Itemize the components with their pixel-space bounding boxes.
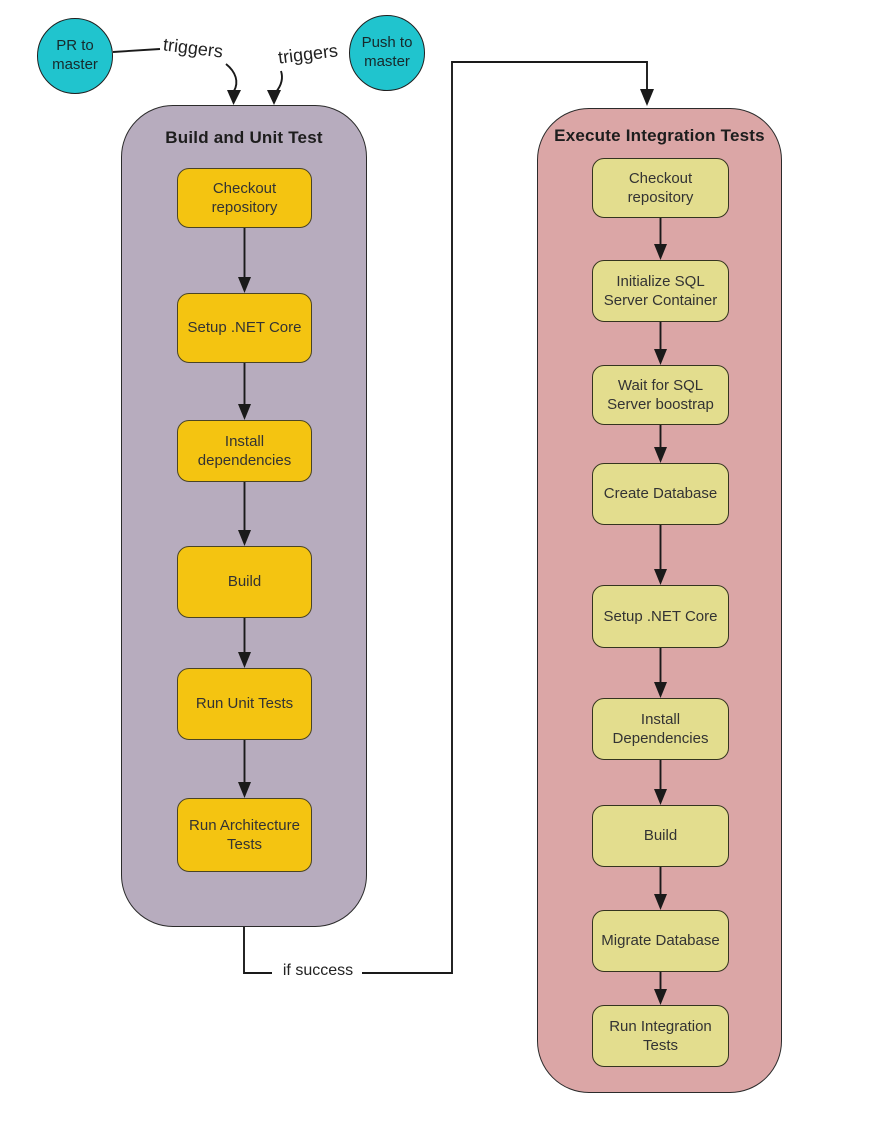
arrowhead-triggers-push xyxy=(267,90,281,105)
step-it-setup-dotnet-core: Setup .NET Core xyxy=(592,585,729,648)
step-wait-for-sql-server-boostrap: Wait for SQL Server boostrap xyxy=(592,365,729,425)
label-if-success: if success xyxy=(275,962,361,980)
step-install-dependencies: Install dependencies xyxy=(177,420,312,482)
edge-triggers-push-curve xyxy=(275,70,283,93)
arrowhead-if-success xyxy=(640,89,654,106)
group-title-execute-integration-tests: Execute Integration Tests xyxy=(554,126,765,145)
arrowhead-triggers-pr xyxy=(227,90,241,105)
node-push-to-master: Push to master xyxy=(349,15,425,91)
step-run-integration-tests: Run Integration Tests xyxy=(592,1005,729,1067)
edge-pr-to-triggers xyxy=(112,48,161,53)
step-it-install-dependencies: Install Dependencies xyxy=(592,698,729,760)
step-setup-dotnet-core: Setup .NET Core xyxy=(177,293,312,363)
step-run-architecture-tests: Run Architecture Tests xyxy=(177,798,312,872)
step-it-build: Build xyxy=(592,805,729,867)
edge-if-success-start xyxy=(243,927,272,974)
node-pr-to-master: PR to master xyxy=(37,18,113,94)
step-create-database: Create Database xyxy=(592,463,729,525)
step-initialize-sql-server-container: Initialize SQL Server Container xyxy=(592,260,729,322)
step-run-unit-tests: Run Unit Tests xyxy=(177,668,312,740)
step-migrate-database: Migrate Database xyxy=(592,910,729,972)
step-it-checkout-repository: Checkout repository xyxy=(592,158,729,218)
step-build: Build xyxy=(177,546,312,618)
edge-triggers-pr-curve xyxy=(225,63,238,92)
group-title-build-and-unit-test: Build and Unit Test xyxy=(165,128,323,147)
step-checkout-repository: Checkout repository xyxy=(177,168,312,228)
label-triggers-push: triggers xyxy=(276,40,339,68)
label-triggers-pr: triggers xyxy=(162,34,225,62)
